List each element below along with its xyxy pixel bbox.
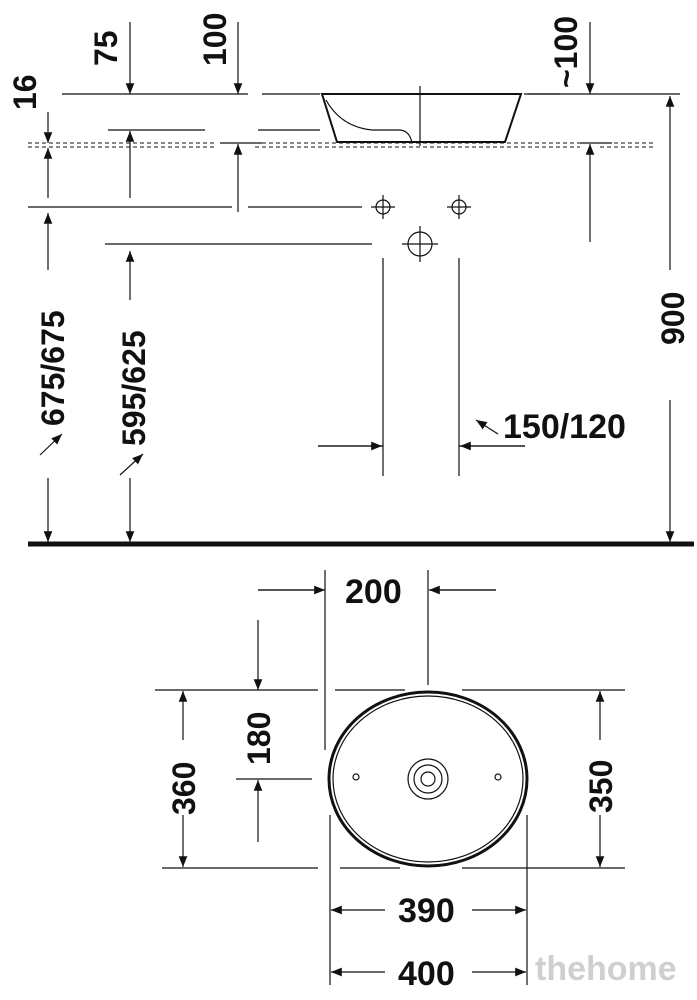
dim-360-label: 360: [166, 762, 202, 815]
drain-icon: [407, 758, 449, 800]
dim-675-label: 675/675: [35, 310, 71, 426]
watermark: thehome: [535, 950, 677, 988]
connection-points: [371, 195, 471, 262]
countertop-lines: [28, 142, 655, 148]
top-plan-view: 200 180 360 350 390 400: [155, 570, 625, 993]
plan-extension-lines: [155, 570, 625, 985]
cold-water-inlet-icon: [371, 195, 395, 219]
plan-dimension-arrows: [178, 585, 605, 977]
extension-lines: [28, 93, 680, 476]
dim-400-label: 400: [398, 955, 455, 993]
dimension-arrows: [39, 22, 675, 542]
mounting-hole-right-icon: [494, 773, 502, 781]
dim-75-label: 75: [88, 30, 124, 66]
dim-150-label: 150/120: [503, 408, 626, 446]
basin-outline: [327, 690, 529, 868]
dim-100-approx-label: ~100: [548, 16, 584, 88]
dim-16-label: 16: [7, 74, 43, 110]
dim-180-label: 180: [241, 712, 277, 765]
dim-200-label: 200: [345, 573, 402, 611]
dim-100-label: 100: [197, 13, 233, 66]
mounting-hole-left-icon: [352, 773, 360, 781]
dim-390-label: 390: [398, 892, 455, 930]
dim-900-label: 900: [655, 292, 691, 345]
dim-595-label: 595/625: [116, 330, 152, 446]
waste-outlet-icon: [402, 226, 438, 262]
basin-profile: [262, 86, 560, 146]
side-elevation-view: 75 100 ~100 16 675/675 595/625 900 150/1…: [7, 13, 694, 547]
hot-water-inlet-icon: [447, 195, 471, 219]
dim-350-label: 350: [583, 760, 619, 813]
